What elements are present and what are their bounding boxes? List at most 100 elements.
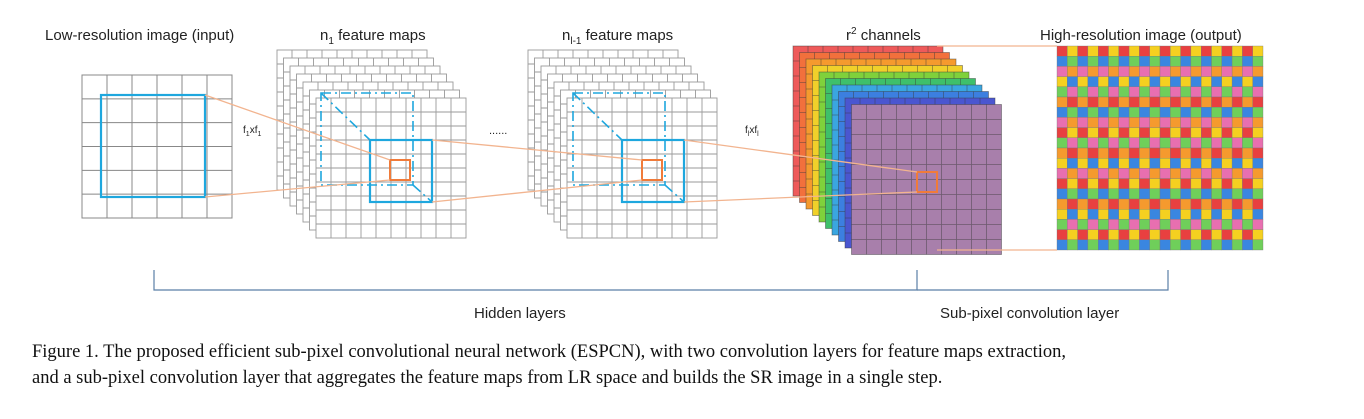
output-pixel [1190,229,1202,240]
output-pixel [1108,147,1119,159]
output-pixel [1231,158,1243,169]
output-pixel [1170,239,1181,251]
output-pixel [1098,229,1109,240]
output-pixel [1190,45,1202,57]
output-pixel [1180,198,1192,210]
output-pixel [1221,137,1233,149]
output-pixel [1221,96,1233,108]
output-pixel [1180,107,1192,118]
output-pixel [1231,96,1243,108]
output-pixel [1211,127,1222,138]
output-pixel [1252,107,1264,118]
output-pixel [1170,107,1181,118]
output-pixel [1170,76,1181,87]
output-pixel [1067,56,1078,67]
output-pixel [1180,178,1192,189]
output-pixel [1170,158,1181,169]
output-pixel [1149,45,1161,57]
output-pixel [1139,158,1150,169]
output-pixel [1180,117,1192,128]
output-pixel [1180,45,1192,57]
output-pixel [1180,168,1192,179]
output-pixel [1118,239,1130,251]
output-pixel [1108,158,1119,169]
output-pixel [1159,147,1171,159]
output-pixel [1139,147,1150,159]
output-pixel [1221,117,1233,128]
output-pixel [1139,117,1150,128]
output-pixel [1128,198,1140,210]
output-pixel [1077,239,1089,251]
output-pixel [1201,127,1212,138]
output-pixel [1201,107,1212,118]
output-pixel [1098,137,1109,149]
output-pixel [1242,158,1253,169]
hidden-layers-bracket [153,270,918,291]
output-pixel [1242,188,1253,200]
output-pixel [1067,76,1078,87]
output-pixel [1231,147,1243,159]
output-pixel [1056,229,1068,240]
output-pixel [1180,188,1192,200]
output-pixel [1128,178,1140,189]
output-pixel [1056,198,1068,210]
output-pixel [1180,127,1192,138]
output-pixel [1252,229,1264,240]
output-pixel [1242,96,1253,108]
output-pixel [1242,127,1253,138]
output-pixel [1128,56,1140,67]
output-pixel [1128,147,1140,159]
output-pixel [1190,158,1202,169]
output-pixel [1118,178,1130,189]
output-pixel [1077,137,1089,149]
output-pixel [1067,107,1078,118]
output-pixel [1118,117,1130,128]
output-pixel [1211,96,1222,108]
connector-1 [204,179,391,198]
output-pixel [1201,66,1212,77]
output-pixel [1098,96,1109,108]
output-pixel [1201,229,1212,240]
output-pixel [1149,168,1161,179]
output-pixel [1242,107,1253,118]
output-pixel [1118,56,1130,67]
output-pixel [1139,239,1150,251]
output-pixel [1231,86,1243,98]
output-pixel [1067,178,1078,189]
output-pixel [1139,137,1150,149]
feature-maps-l-label: nl-1 feature maps [562,27,673,47]
output-pixel [1159,45,1171,57]
output-pixel [1108,76,1119,87]
output-pixel [1108,178,1119,189]
output-pixel [1128,117,1140,128]
output-pixel [1139,76,1150,87]
output-pixel [1149,66,1161,77]
output-pixel [1211,56,1222,67]
output-pixel [1190,117,1202,128]
output-pixel [1211,188,1222,200]
output-pixel [1242,239,1253,251]
output-pixel [1108,56,1119,67]
output-pixel [1118,209,1130,220]
output-pixel [1098,188,1109,200]
output-pixel [1098,147,1109,159]
output-pixel [1098,219,1109,230]
output-pixel [1108,229,1119,240]
output-pixel [1159,66,1171,77]
output-pixel [1190,66,1202,77]
output-pixel [1252,158,1264,169]
output-pixel [1077,66,1089,77]
output-pixel [1170,219,1181,230]
output-pixel [1221,188,1233,200]
output-pixel [1221,127,1233,138]
output-pixel [1159,96,1171,108]
feat1-dashed-diag-2 [412,184,433,203]
connector-0 [204,94,391,161]
output-pixel [1180,76,1192,87]
output-pixel [1252,239,1264,251]
output-pixel [1108,96,1119,108]
output-pixel [1118,66,1130,77]
output-pixel [1252,209,1264,220]
output-pixel [1118,158,1130,169]
output-pixel [1252,66,1264,77]
